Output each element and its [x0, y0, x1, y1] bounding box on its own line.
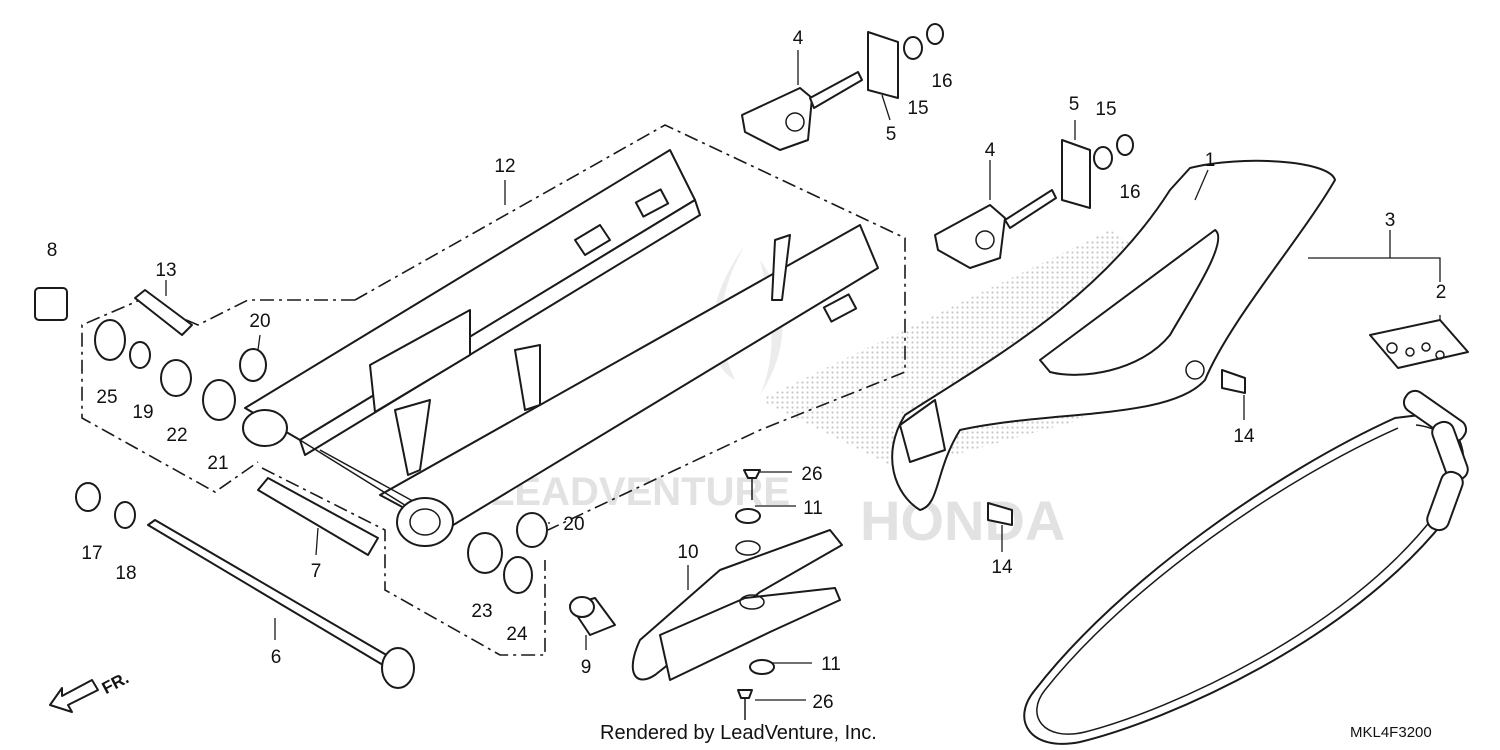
callout-21: 21 — [207, 453, 228, 474]
chain-adjuster-lower — [934, 189, 1057, 269]
master-link — [1369, 319, 1469, 369]
callout-11-lower: 11 — [821, 654, 841, 675]
callout-24: 24 — [506, 624, 528, 645]
callout-17: 17 — [81, 543, 102, 564]
callout-4-lower: 4 — [985, 140, 996, 161]
chain-links — [1402, 389, 1469, 532]
leader-lines — [165, 50, 1441, 701]
chain-adjuster-upper — [741, 71, 863, 151]
callout-14-left: 14 — [991, 557, 1013, 578]
callout-19: 19 — [132, 402, 153, 423]
callout-4-upper: 4 — [793, 28, 804, 49]
callout-5-upper: 5 — [886, 124, 897, 145]
callout-12: 12 — [494, 156, 515, 177]
small-collar — [569, 596, 616, 636]
front-arrow: FR. — [49, 668, 132, 713]
callout-6: 6 — [271, 647, 282, 668]
callout-8: 8 — [47, 240, 58, 261]
callout-15-lower: 15 — [1095, 99, 1116, 120]
callouts: 1 2 3 4 4 5 5 6 7 8 9 10 11 11 12 13 14 … — [47, 28, 1447, 713]
callout-18: 18 — [115, 563, 136, 584]
callout-20-upper: 20 — [249, 311, 270, 332]
callout-5-lower: 5 — [1069, 94, 1080, 115]
adjuster-plates — [867, 31, 1091, 209]
bolts — [737, 369, 1246, 720]
pivot-collar — [257, 477, 379, 556]
callout-11-upper: 11 — [803, 498, 823, 519]
callout-9: 9 — [581, 657, 592, 678]
right-bearings — [75, 482, 548, 594]
footer-credit: Rendered by LeadVenture, Inc. — [600, 722, 877, 744]
callout-16-upper: 16 — [931, 71, 952, 92]
callout-3: 3 — [1385, 210, 1396, 231]
callout-20-lower: 20 — [563, 514, 584, 535]
watermark-brand: HONDA — [860, 489, 1065, 552]
callout-14-right: 14 — [1233, 426, 1255, 447]
callout-2: 2 — [1436, 282, 1447, 303]
callout-26-upper: 26 — [801, 464, 822, 485]
callout-25: 25 — [96, 387, 117, 408]
swingarm — [242, 149, 879, 547]
chain-case — [891, 159, 1336, 511]
watermark-text: LEADVENTURE — [490, 470, 790, 514]
left-bearings — [34, 287, 267, 421]
callout-1: 1 — [1205, 150, 1216, 171]
callout-26-lower: 26 — [812, 692, 833, 713]
watermark: LEADVENTURE HONDA — [490, 245, 1065, 552]
diagram-code: MKL4F3200 — [1350, 724, 1432, 741]
chain-slider — [631, 508, 843, 681]
callout-23: 23 — [471, 601, 492, 622]
callout-22: 22 — [166, 425, 187, 446]
front-arrow-label: FR. — [99, 668, 132, 698]
group-outlines — [81, 124, 906, 656]
drive-chain — [1023, 319, 1469, 745]
callout-13: 13 — [155, 260, 176, 281]
callout-16-lower: 16 — [1119, 182, 1140, 203]
callout-15-upper: 15 — [907, 98, 928, 119]
callout-10: 10 — [677, 542, 698, 563]
pivot-bolt — [147, 519, 415, 689]
callout-7: 7 — [311, 561, 322, 582]
washers-and-nuts — [903, 23, 1134, 170]
